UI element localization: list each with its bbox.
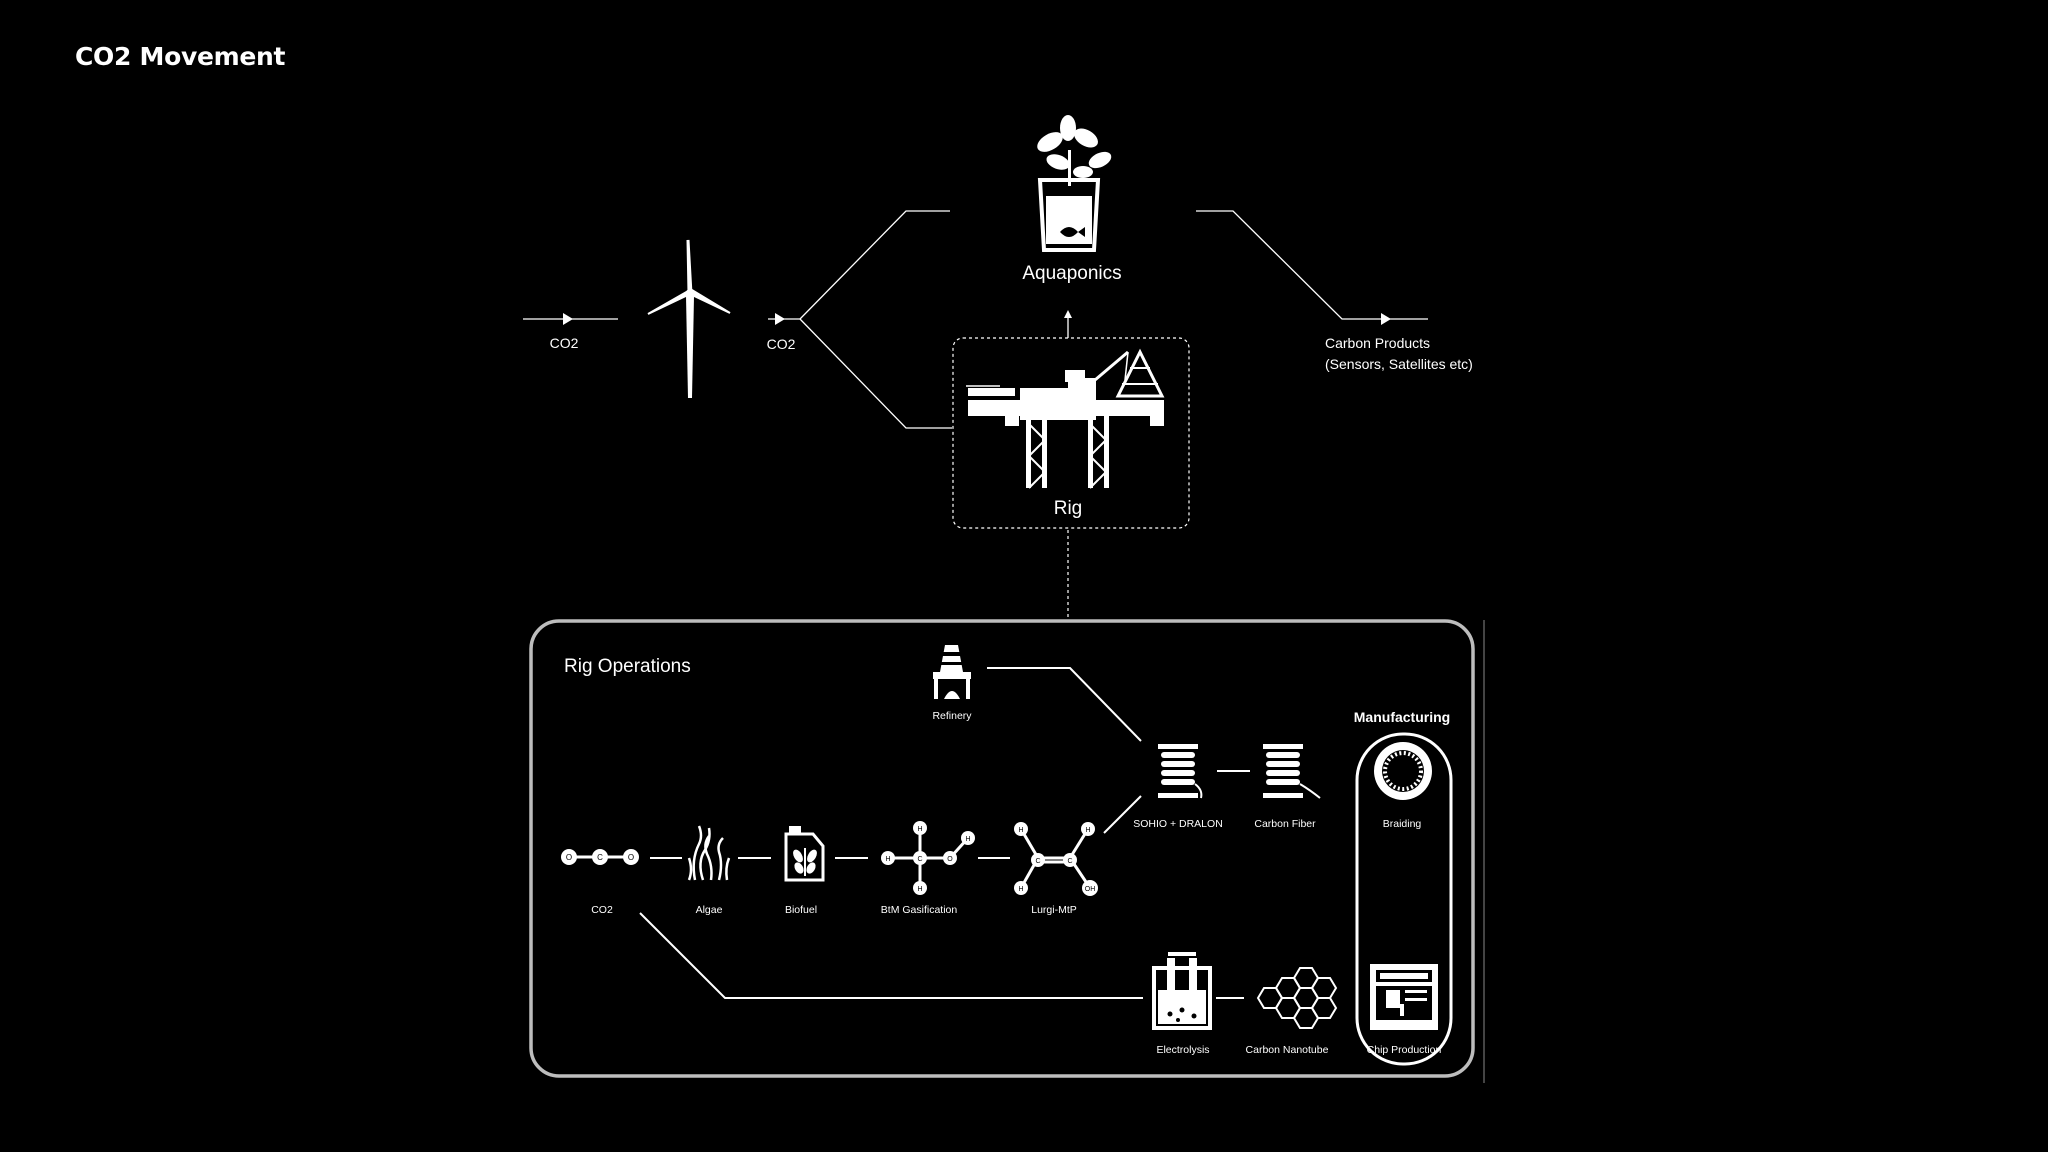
algae-icon [687,825,731,881]
co2-mid-label: CO2 [766,336,796,352]
btm-atom-label-6: H [917,886,922,893]
algae-label: Algae [695,904,723,916]
lurgi-atom-label-1: H [1018,827,1023,834]
carbon-nanotube-label: Carbon Nanotube [1245,1044,1329,1056]
biofuel-icon [784,826,825,882]
braiding-machine-icon [1374,742,1432,800]
co2-atom-label-2: C [597,853,603,862]
rig-operations-connectors [639,667,1250,999]
carbon-nanotube-icon [1256,967,1338,1029]
btm-molecule-icon [881,821,975,895]
lurgi-atom-label-6: OH [1085,886,1096,893]
carbon-products-sublabel: (Sensors, Satellites etc) [1325,356,1473,372]
manufacturing-capsule [1355,732,1453,1066]
co2-atom-label-1: O [566,853,572,862]
btm-atom-label-3: C [917,856,922,863]
sohio-dralon-label: SOHIO + DRALON [1133,818,1223,830]
wind-turbine-icon [647,239,731,398]
btm-gasification-label: BtM Gasification [880,904,958,916]
aquaponics-icon [1037,115,1112,252]
btm-atom-label-1: H [885,856,890,863]
btm-atom-label-4: O [947,856,953,863]
refinery-icon [933,645,971,699]
co2-in-label: CO2 [549,335,579,351]
carbon-products-label: Carbon Products [1325,335,1431,351]
carbon-fiber-spool-icon [1263,744,1321,799]
lurgi-atom-label-2: H [1018,886,1023,893]
rig-label: Rig [1053,498,1083,519]
manufacturing-title: Manufacturing [1353,709,1451,725]
refinery-label: Refinery [932,710,972,722]
electrolysis-icon [1152,952,1212,1030]
chip-production-label: Chip Production [1366,1044,1442,1056]
lurgi-mtp-label: Lurgi-MtP [1031,904,1077,916]
chip-production-icon [1370,964,1438,1030]
biofuel-label: Biofuel [784,904,818,916]
carbon-fiber-label: Carbon Fiber [1254,818,1316,830]
rig-operations-title: Rig Operations [564,656,691,677]
co2-label: CO2 [591,904,613,916]
lurgi-atom-label-5: H [1085,827,1090,834]
lurgi-atom-label-4: C [1067,858,1072,865]
btm-atom-label-2: H [917,826,922,833]
rig-operations-box [529,619,1475,1078]
co2-mid-arrow-icon [775,313,785,325]
carbon-products-arrow-icon [1381,313,1391,325]
sohio-dralon-spool-icon [1158,744,1203,799]
rig-box [952,337,1190,529]
co2-in-arrow-icon [563,313,573,325]
page-title: CO2 Movement [75,42,286,71]
co2-atom-label-3: O [628,853,634,862]
electrolysis-label: Electrolysis [1156,1044,1210,1056]
rig-up-arrow-icon [1064,310,1072,318]
aquaponics-label: Aquaponics [1022,263,1122,284]
braiding-label: Braiding [1382,818,1422,830]
co2-molecule-icon: O C O [561,849,639,865]
oil-rig-icon [966,348,1165,489]
btm-atom-label-5: H [965,836,970,843]
lurgi-molecule-icon [1014,822,1098,896]
lurgi-atom-label-3: C [1035,858,1040,865]
